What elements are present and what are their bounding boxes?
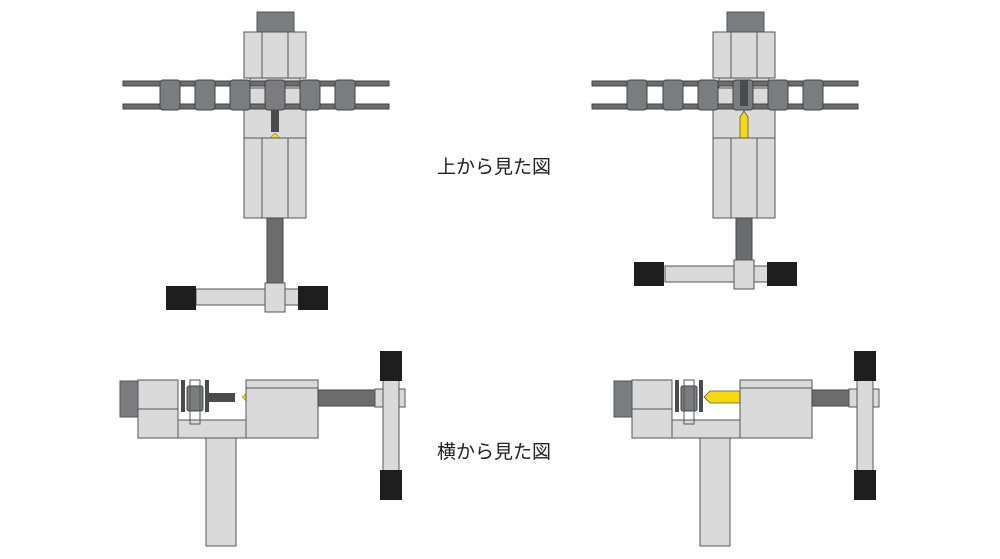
handle-knob-top: [854, 351, 876, 381]
chain: [591, 79, 859, 111]
chain-plate: [205, 380, 209, 412]
pin-highlight: [739, 110, 749, 139]
handle-knob-top: [380, 351, 402, 381]
grip: [205, 437, 237, 547]
handle-knob-right: [767, 262, 797, 286]
base-bar: [671, 419, 743, 439]
chain: [122, 79, 390, 111]
handle-bar: [195, 288, 303, 306]
handle-hub: [733, 259, 755, 290]
pin: [740, 80, 748, 106]
pin-highlight: [703, 390, 741, 404]
top-view-caption: 上から見た図: [437, 156, 552, 178]
end-cap: [613, 380, 634, 418]
upper-block: [243, 31, 307, 79]
side-view-caption: 横から見た図: [437, 441, 552, 463]
upper-block: [712, 31, 776, 79]
top-view-before: [122, 11, 390, 313]
pin: [209, 393, 235, 402]
handle-bar: [382, 376, 400, 474]
screw-shaft: [317, 389, 377, 407]
screw-shaft: [811, 389, 851, 407]
base-bar: [176, 419, 248, 439]
end-cap: [726, 11, 765, 33]
chain-plate: [675, 380, 679, 412]
top-view-after: [591, 11, 859, 290]
handle-bar: [856, 376, 874, 474]
chain-plate: [699, 380, 703, 412]
handle-knob-bottom: [854, 470, 876, 500]
end-cap: [119, 380, 140, 418]
lower-body: [712, 137, 776, 219]
handle-knob-left: [166, 286, 196, 310]
handle-hub: [264, 282, 286, 313]
handle-knob-left: [634, 262, 664, 286]
main-block: [739, 379, 813, 439]
lower-body: [243, 137, 307, 219]
handle-bar: [664, 265, 772, 283]
screw-shaft: [266, 217, 284, 287]
pin: [271, 110, 279, 132]
end-cap: [256, 11, 295, 33]
grip: [699, 437, 731, 547]
side-view-before: [119, 351, 406, 547]
screw-shaft: [735, 217, 753, 263]
handle-knob-right: [298, 286, 328, 310]
main-block: [245, 379, 319, 439]
chain-plate: [181, 380, 185, 412]
side-view-after: [613, 351, 880, 547]
handle-knob-bottom: [380, 470, 402, 500]
